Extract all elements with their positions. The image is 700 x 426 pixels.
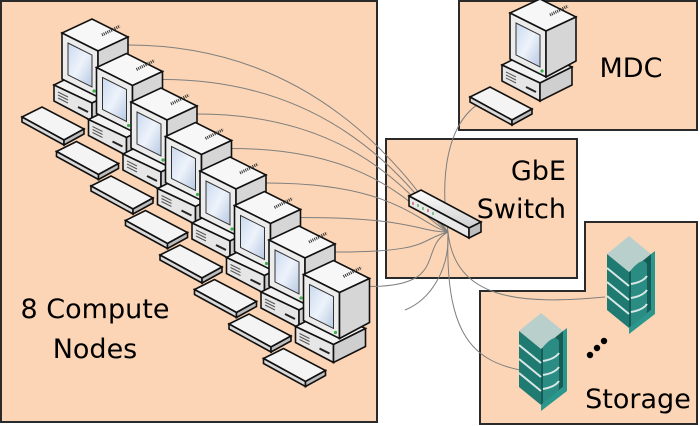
cable-line <box>447 231 521 371</box>
switch-group-label-line2: Switch <box>477 194 566 225</box>
cable-line <box>300 217 449 233</box>
compute-group-label-line2: Nodes <box>53 334 138 365</box>
cable-line <box>231 148 449 233</box>
mdc-group-label: MDC <box>600 53 663 84</box>
compute-group-label: 8 Compute <box>21 294 170 325</box>
cable-line <box>334 231 449 253</box>
ellipsis-dots <box>586 337 608 359</box>
cable-line <box>447 231 606 301</box>
network-switch-icon <box>407 189 483 240</box>
storage-group-label: Storage <box>585 384 691 415</box>
cable-line <box>265 182 449 233</box>
cable-line <box>404 231 449 311</box>
cable-line <box>369 231 449 287</box>
switch-group-label: GbE <box>511 156 566 187</box>
